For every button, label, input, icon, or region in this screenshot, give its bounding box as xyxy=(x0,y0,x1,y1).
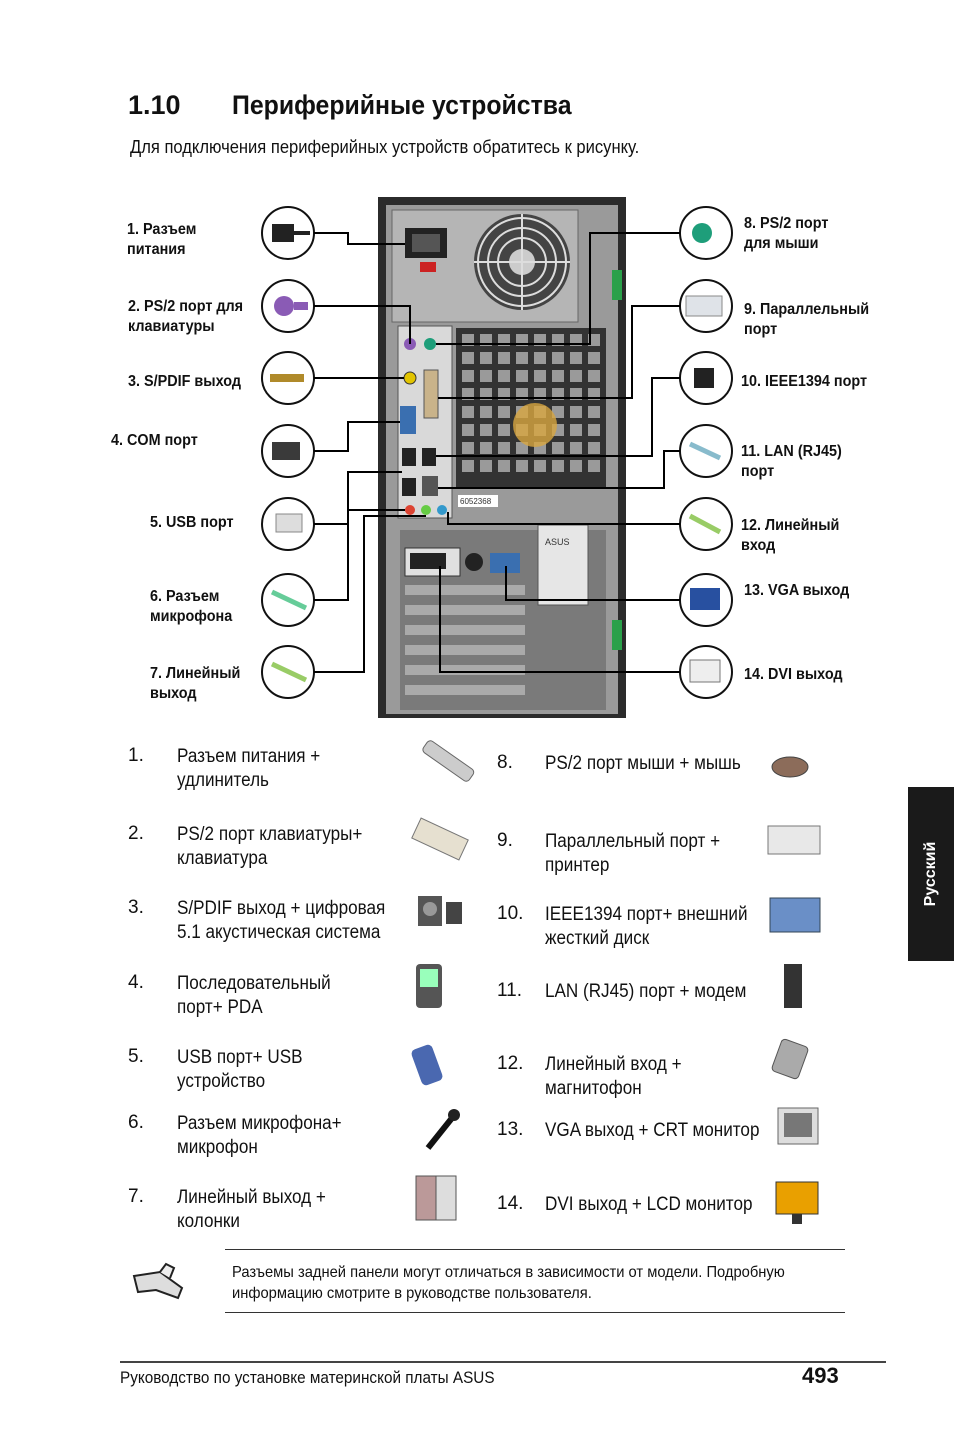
connector-label-3: 3. S/PDIF выход xyxy=(128,373,241,390)
section-number: 1.10 xyxy=(128,90,181,120)
rear-panel-diagram: ASUS 6052368 xyxy=(261,197,733,718)
connector-label-4: 4. COM порт xyxy=(111,432,198,449)
list-item-2: PS/2 порт клавиатуры+клавиатура xyxy=(177,824,363,869)
list-num-5: 5. xyxy=(128,1046,144,1067)
list-num-9: 9. xyxy=(497,830,513,851)
note-top-rule xyxy=(225,1249,845,1250)
connector-label-13: 13. VGA выход xyxy=(744,582,850,599)
mouse-image xyxy=(771,756,809,778)
connector-label-11: 11. LAN (RJ45)порт xyxy=(741,443,842,480)
lcd-monitor-image xyxy=(775,1181,819,1224)
usb-drive-image xyxy=(411,1044,443,1086)
language-tab: Русский xyxy=(908,787,954,961)
hand-pointer-icon xyxy=(130,1258,188,1311)
list-item-6: Разъем микрофона+микрофон xyxy=(177,1113,342,1158)
list-num-7: 7. xyxy=(128,1186,144,1207)
list-num-11: 11. xyxy=(497,980,523,1001)
pda-image xyxy=(416,964,442,1008)
note-bottom-rule xyxy=(225,1312,845,1313)
crt-monitor-image xyxy=(777,1107,819,1145)
list-item-11: LAN (RJ45) порт + модем xyxy=(545,981,747,1002)
list-item-1: Разъем питания +удлинитель xyxy=(177,746,321,791)
tape-recorder-image xyxy=(771,1038,809,1080)
chip-label: ASUS xyxy=(545,537,570,547)
serial-label: 6052368 xyxy=(460,497,492,506)
list-num-1: 1. xyxy=(128,745,144,766)
list-num-13: 13. xyxy=(497,1119,524,1140)
external-hdd-image xyxy=(769,897,821,933)
connector-label-14: 14. DVI выход xyxy=(744,666,843,683)
list-item-13: VGA выход + CRT монитор xyxy=(545,1120,760,1141)
printer-image xyxy=(767,825,821,855)
speakers-image xyxy=(415,1175,457,1221)
list-num-14: 14. xyxy=(497,1193,524,1214)
page-number: 493 xyxy=(802,1363,839,1388)
intro-text: Для подключения периферийных устройств о… xyxy=(130,137,640,157)
list-item-8: PS/2 порт мыши + мышь xyxy=(545,753,741,774)
list-item-9: Параллельный порт +принтер xyxy=(545,831,721,876)
list-num-8: 8. xyxy=(497,752,513,773)
list-num-6: 6. xyxy=(128,1112,144,1133)
footer-rule xyxy=(120,1361,886,1363)
keyboard-image xyxy=(411,817,469,861)
connector-label-10: 10. IEEE1394 порт xyxy=(741,373,868,390)
list-num-4: 4. xyxy=(128,972,144,993)
list-num-3: 3. xyxy=(128,897,144,918)
list-num-12: 12. xyxy=(497,1053,524,1074)
microphone-image xyxy=(425,1109,460,1150)
footer-text: Руководство по установке материнской пла… xyxy=(120,1368,495,1387)
speakers-5-1-image xyxy=(418,896,462,926)
list-item-14: DVI выход + LCD монитор xyxy=(545,1194,753,1215)
note-text: Разъемы задней панели могут отличаться в… xyxy=(232,1264,785,1302)
list-num-2: 2. xyxy=(128,823,144,844)
modem-image xyxy=(784,964,802,1008)
connector-label-5: 5. USB порт xyxy=(150,514,234,531)
list-item-7: Линейный выход +колонки xyxy=(177,1187,326,1232)
section-title: Периферийные устройства xyxy=(232,90,572,120)
list-num-10: 10. xyxy=(497,903,524,924)
list-item-12: Линейный вход +магнитофон xyxy=(545,1054,682,1099)
power-strip-image xyxy=(422,740,475,782)
